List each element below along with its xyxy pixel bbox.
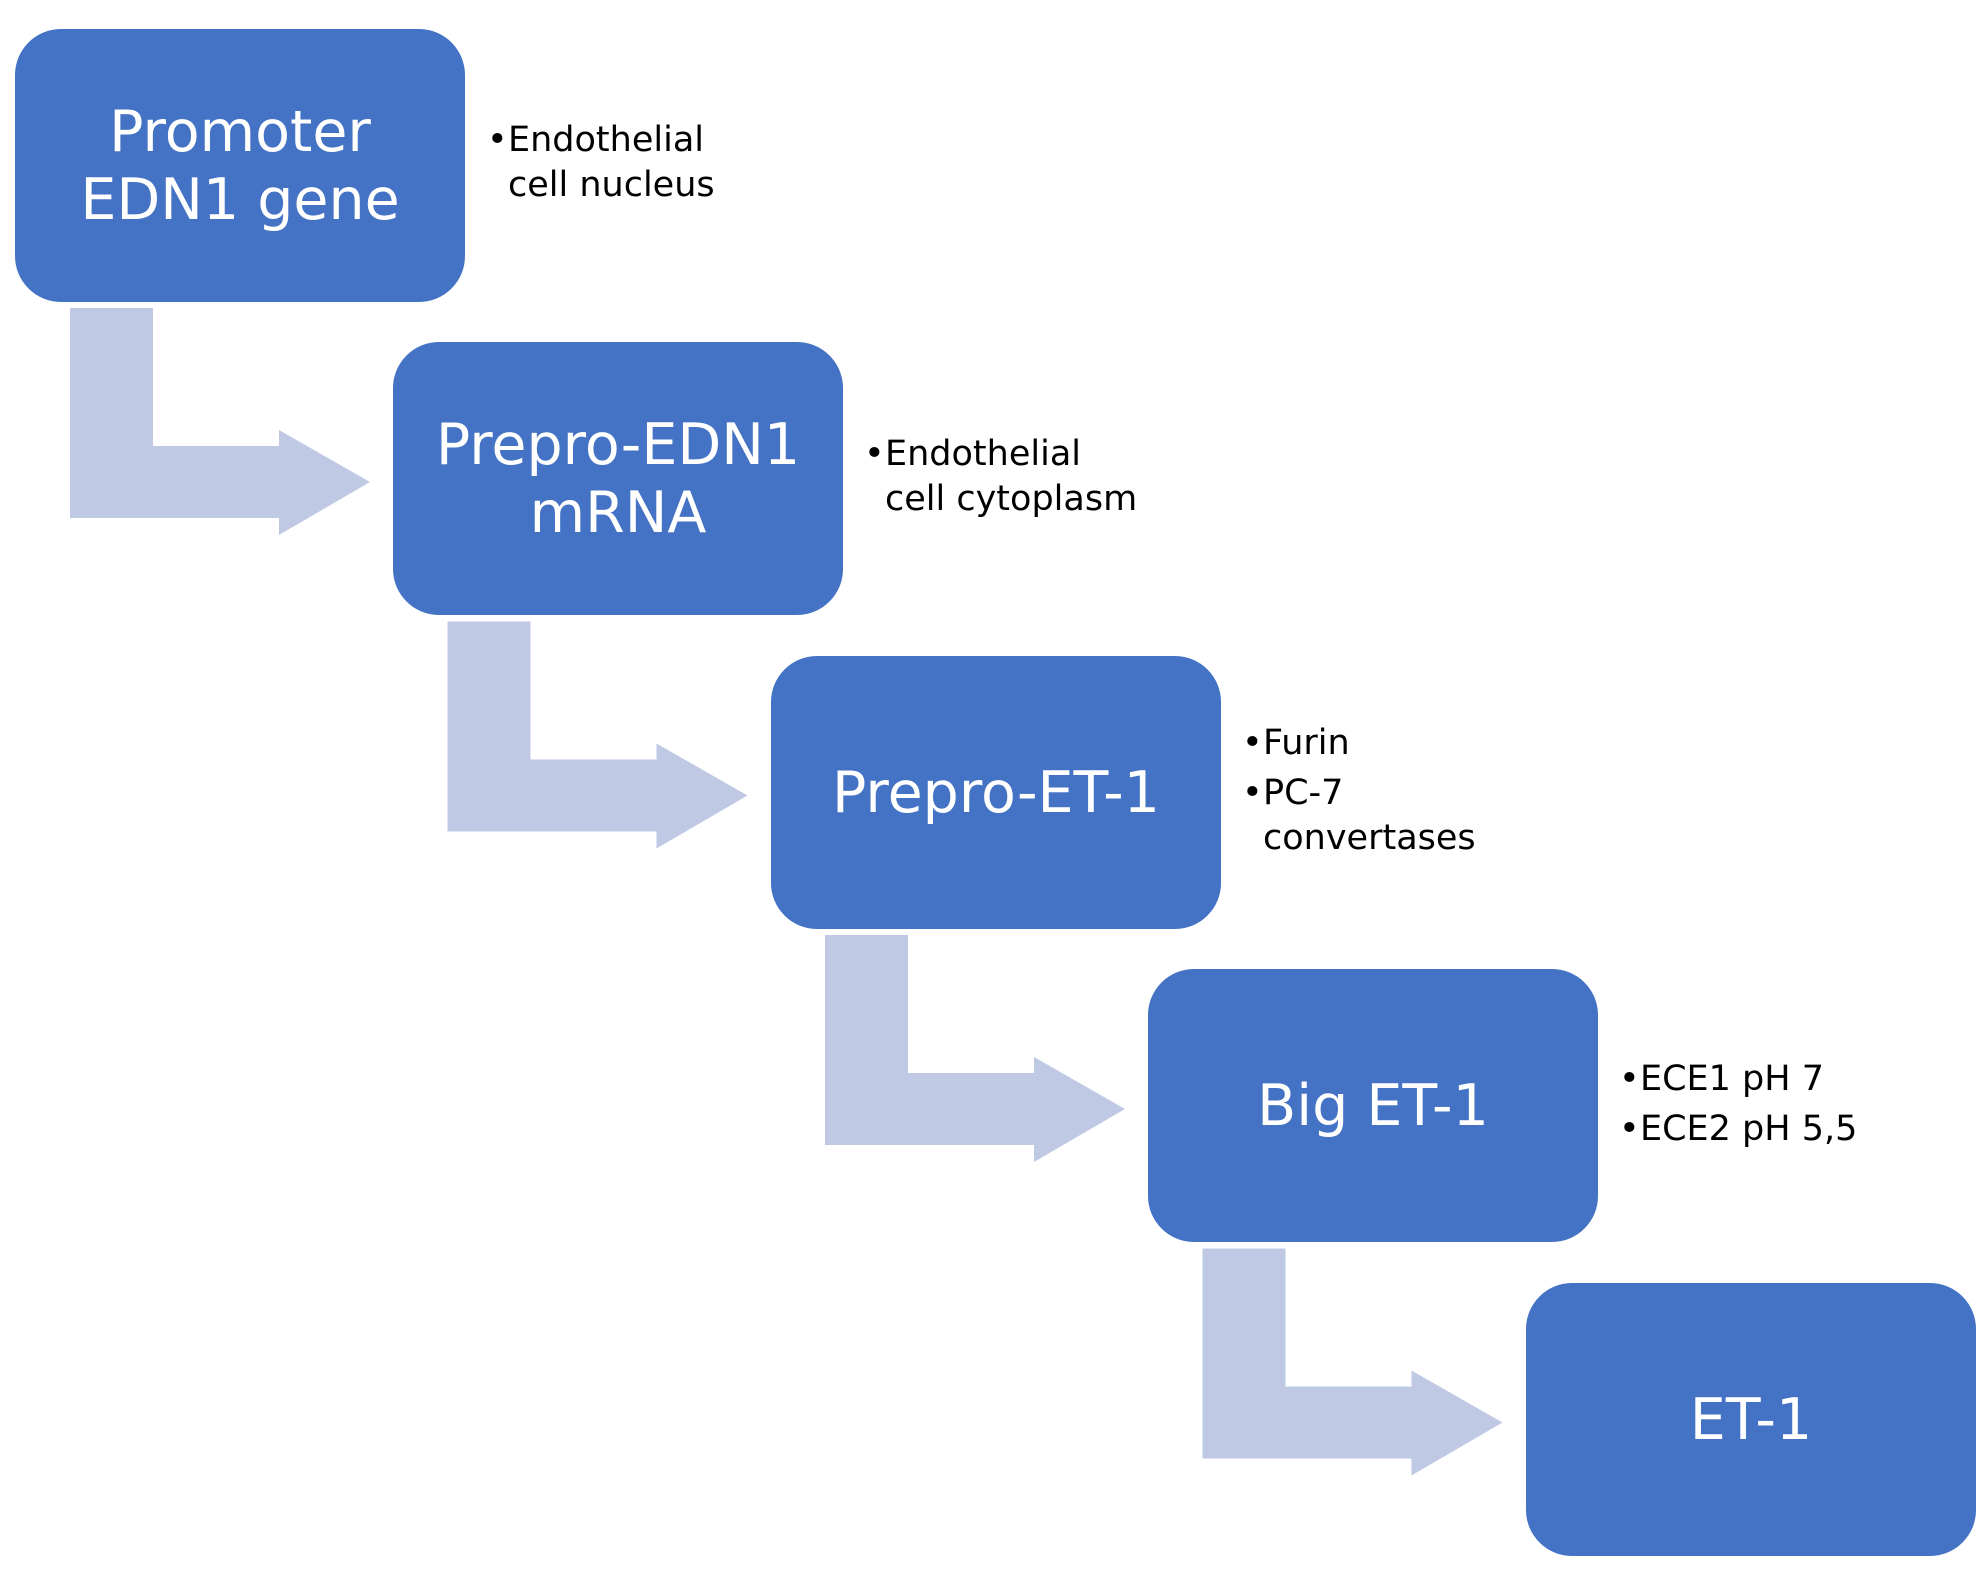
note-line: ECE2 pH 5,5 — [1640, 1109, 1858, 1149]
note-line: cell nucleus — [508, 165, 715, 205]
step-box-prepro-et-1: Prepro-ET-1 — [771, 656, 1221, 929]
note-bullet: ECE2 pH 5,5 — [1619, 1107, 1857, 1152]
note-line: cell cytoplasm — [885, 479, 1138, 519]
bent-arrow-1 — [70, 308, 370, 535]
note-bullet: ECE1 pH 7 — [1619, 1057, 1857, 1102]
step-label-line: Prepro-ET-1 — [832, 759, 1160, 826]
note-line: PC-7 — [1263, 773, 1344, 813]
step-label-line: EDN1 gene — [80, 166, 400, 233]
note-line: Furin — [1263, 723, 1350, 763]
bent-arrow-4 — [1202, 1248, 1503, 1476]
step-box-prepro-edn1-mrna: Prepro-EDN1 mRNA — [393, 342, 843, 615]
step-label-line: Prepro-EDN1 — [435, 411, 801, 478]
bent-arrow-3 — [825, 935, 1125, 1162]
note-bullet: Furin — [1242, 721, 1476, 766]
step-box-big-et-1: Big ET-1 — [1148, 969, 1598, 1242]
step-label-line: Big ET-1 — [1257, 1072, 1489, 1139]
note-line: Endothelial — [508, 120, 704, 160]
note-line: Endothelial — [885, 434, 1081, 474]
step-box-et-1: ET-1 — [1526, 1283, 1976, 1556]
step-note-promoter: Endothelial cell nucleus — [487, 118, 715, 208]
step-note-big-et-1: ECE1 pH 7 ECE2 pH 5,5 — [1619, 1057, 1857, 1152]
bent-arrow-2 — [447, 621, 748, 849]
step-box-promoter-edn1-gene: Promoter EDN1 gene — [15, 29, 465, 302]
note-bullet: PC-7 convertases — [1242, 771, 1476, 861]
note-bullet: Endothelial cell nucleus — [487, 118, 715, 208]
step-note-prepro-et-1: Furin PC-7 convertases — [1242, 721, 1476, 861]
note-bullet: Endothelial cell cytoplasm — [864, 432, 1137, 522]
step-label-line: mRNA — [529, 479, 707, 546]
step-note-prepro-edn1: Endothelial cell cytoplasm — [864, 432, 1137, 522]
note-line: convertases — [1263, 818, 1476, 858]
note-line: ECE1 pH 7 — [1640, 1059, 1824, 1099]
step-label-line: Promoter — [109, 98, 371, 165]
step-label-line: ET-1 — [1689, 1386, 1813, 1453]
